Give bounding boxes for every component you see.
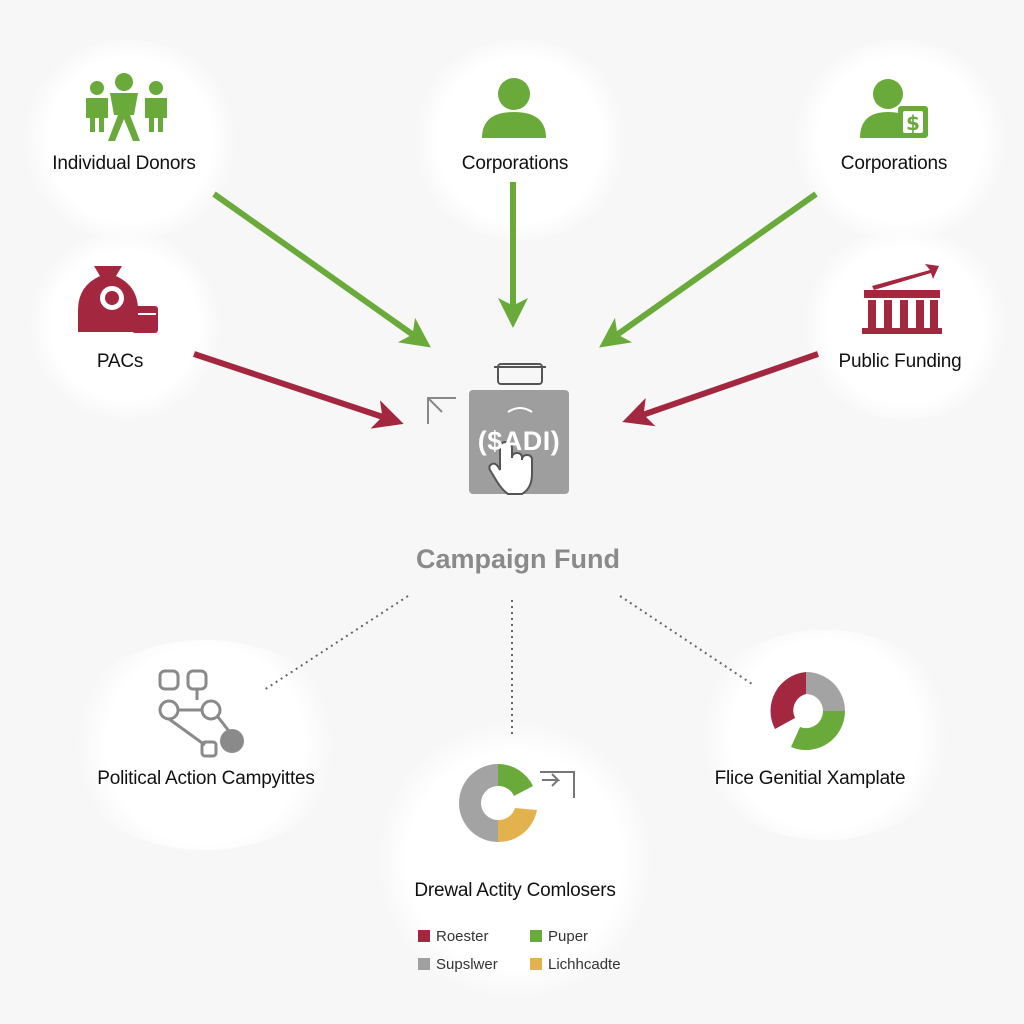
arrow-public-funding bbox=[622, 351, 819, 427]
legend-label: Supslwer bbox=[436, 956, 498, 973]
arrow-pacs bbox=[193, 351, 404, 429]
campaign-fund-title: Campaign Fund bbox=[416, 544, 620, 574]
arrow-corporations-right bbox=[599, 191, 818, 348]
svg-text:$: $ bbox=[906, 111, 920, 135]
legend-item: Puper bbox=[530, 928, 588, 945]
pacs-label: PACs bbox=[96, 351, 144, 372]
person-icon bbox=[482, 78, 546, 138]
bank-growth-icon bbox=[862, 264, 942, 334]
arrow-individual-donors bbox=[212, 191, 431, 348]
network-nodes-icon bbox=[158, 669, 244, 758]
drewal-label: Drewal Actity Comlosers bbox=[414, 880, 616, 901]
flice-label: Flice Genitial Xamplate bbox=[714, 768, 906, 789]
money-bag-icon bbox=[78, 266, 158, 333]
people-group-icon bbox=[86, 73, 167, 141]
legend-item: Roester bbox=[418, 928, 489, 945]
fund-box-text: ($ADI) bbox=[477, 426, 561, 456]
legend-swatch bbox=[530, 930, 542, 942]
donut-chart-icon bbox=[770, 672, 845, 750]
legend-item: Lichhcadte bbox=[530, 956, 621, 973]
legend-label: Lichhcadte bbox=[548, 956, 621, 973]
donut-chart-arrow-icon bbox=[459, 764, 575, 843]
individual-donors-label: Individual Donors bbox=[52, 153, 196, 174]
corporations-right-label: Corporations bbox=[840, 153, 948, 174]
connector-political-action bbox=[263, 595, 409, 691]
legend-swatch bbox=[418, 958, 430, 970]
legend-item: Supslwer bbox=[418, 956, 498, 973]
legend-swatch bbox=[418, 930, 430, 942]
corporations-center-label: Corporations bbox=[461, 153, 569, 174]
person-money-bag-icon: $ bbox=[860, 79, 928, 138]
fund-box-pointer-icon bbox=[427, 363, 569, 495]
legend-label: Puper bbox=[548, 928, 589, 945]
political-action-label: Political Action Campyittes bbox=[97, 768, 315, 789]
legend-swatch bbox=[530, 958, 542, 970]
public-funding-label: Public Funding bbox=[838, 351, 962, 372]
connector-flice bbox=[619, 595, 753, 685]
legend-label: Roester bbox=[436, 928, 489, 945]
